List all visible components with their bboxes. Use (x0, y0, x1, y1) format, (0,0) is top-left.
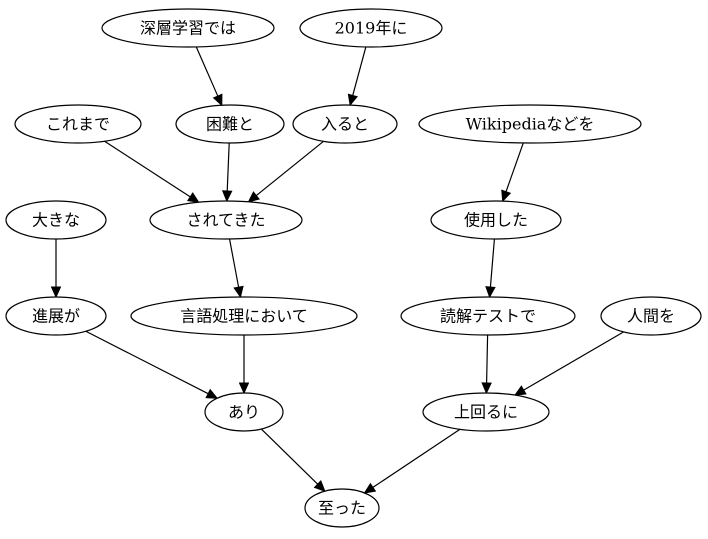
node-n6: Wikipediaなどを (418, 104, 642, 144)
node-label: Wikipediaなどを (466, 115, 595, 134)
node-ellipse (175, 104, 285, 144)
node-n1: 深層学習では (101, 8, 275, 48)
node-n8: されてきた (149, 200, 303, 240)
edge-n14-n16 (260, 428, 326, 493)
node-ellipse (5, 296, 107, 336)
node-label: 深層学習では (140, 19, 236, 38)
edge-line (352, 46, 367, 96)
edge-line (523, 331, 624, 391)
edge-line (226, 142, 230, 192)
edge-n9-n12 (485, 238, 496, 299)
edge-n6-n9 (501, 142, 524, 203)
node-n16: 至った (304, 488, 380, 528)
node-n10: 進展が (5, 296, 107, 336)
arrowhead-icon (238, 382, 250, 395)
edge-n11-n14 (238, 335, 250, 395)
node-n3: これまで (14, 104, 142, 144)
node-ellipse (130, 296, 358, 336)
node-ellipse (304, 488, 380, 528)
edge-n4-n8 (221, 142, 233, 203)
node-label: 進展が (32, 307, 80, 326)
edge-line (104, 140, 191, 198)
node-label: あり (228, 403, 260, 422)
node-label: 至った (318, 499, 366, 518)
arrowhead-icon (205, 388, 219, 399)
edge-line (489, 238, 496, 288)
node-ellipse (5, 200, 107, 240)
node-n14: あり (204, 392, 284, 432)
node-label: 2019年に (335, 19, 408, 38)
edge-line (486, 334, 489, 384)
node-ellipse (418, 104, 642, 144)
arrowhead-icon (247, 191, 260, 203)
node-label: 言語処理において (180, 307, 308, 326)
arrowhead-icon (485, 286, 496, 299)
node-n2: 2019年に (299, 8, 443, 48)
node-n15: 上回るに (422, 392, 550, 432)
node-n4: 困難と (175, 104, 285, 144)
node-n11: 言語処理において (130, 296, 358, 336)
edge-n12-n15 (481, 334, 492, 395)
edge-n1-n4 (195, 46, 223, 107)
node-label: 入ると (321, 115, 369, 134)
node-n13: 人間を (600, 296, 702, 336)
node-ellipse (149, 200, 303, 240)
node-label: 人間を (627, 307, 675, 326)
node-ellipse (400, 296, 576, 336)
node-ellipse (14, 104, 142, 144)
arrowhead-icon (212, 93, 223, 107)
edge-line (195, 46, 219, 97)
edge-n10-n14 (85, 330, 219, 399)
node-ellipse (430, 200, 562, 240)
edge-n2-n5 (347, 46, 367, 107)
edges-layer (50, 46, 624, 494)
edge-line (505, 142, 524, 192)
edge-n15-n16 (363, 428, 461, 494)
node-label: 使用した (464, 211, 528, 230)
arrowhead-icon (481, 382, 492, 395)
edge-line (228, 238, 240, 288)
arrowhead-icon (186, 192, 200, 203)
arrowhead-icon (221, 190, 233, 203)
node-ellipse (204, 392, 284, 432)
edge-n13-n15 (513, 331, 624, 396)
edge-n8-n11 (228, 238, 244, 299)
edge-line (85, 330, 209, 395)
node-ellipse (600, 296, 702, 336)
node-ellipse (422, 392, 550, 432)
arrowhead-icon (513, 385, 527, 396)
node-label: 読解テストで (440, 307, 536, 326)
edge-n7-n10 (50, 239, 62, 299)
node-ellipse (101, 8, 275, 48)
node-n12: 読解テストで (400, 296, 576, 336)
node-label: 上回るに (454, 403, 518, 422)
arrowhead-icon (501, 189, 512, 203)
node-label: 困難と (206, 115, 254, 134)
node-label: 大きな (32, 211, 80, 230)
node-ellipse (292, 104, 398, 144)
edge-line (260, 428, 319, 485)
node-label: されてきた (186, 211, 265, 230)
node-label: これまで (46, 115, 110, 134)
node-n7: 大きな (5, 200, 107, 240)
node-n9: 使用した (430, 200, 562, 240)
edge-line (255, 140, 324, 197)
arrowhead-icon (363, 482, 377, 494)
edge-line (372, 428, 461, 488)
arrowhead-icon (233, 285, 244, 299)
arrowhead-icon (347, 93, 358, 107)
node-ellipse (299, 8, 443, 48)
arrowhead-icon (50, 286, 62, 299)
arrowhead-icon (313, 480, 326, 493)
edge-n5-n8 (247, 140, 324, 203)
node-n5: 入ると (292, 104, 398, 144)
edge-n3-n8 (104, 140, 200, 203)
